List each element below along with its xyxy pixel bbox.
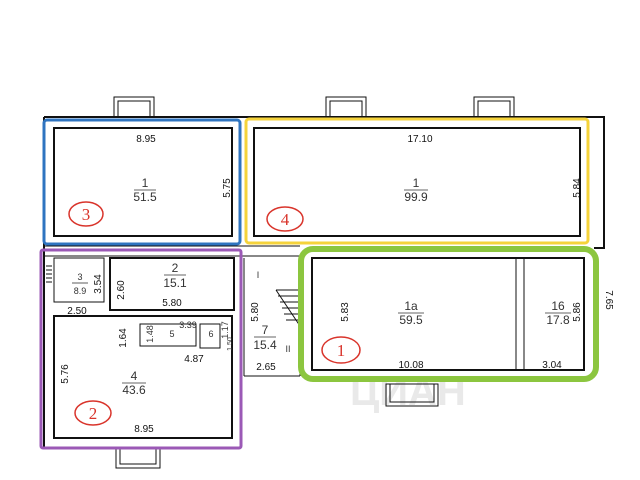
room-3-number: 3 <box>77 272 82 282</box>
room-1-right-area: 99.9 <box>404 190 428 204</box>
room-2-area: 15.1 <box>163 276 187 290</box>
dim-7-65: 7.65 <box>603 290 614 310</box>
room-1a-area: 59.5 <box>399 313 423 327</box>
dim-2-60: 2.60 <box>116 280 127 300</box>
room-2-number: 2 <box>172 261 179 275</box>
room-1-right-number: 1 <box>413 176 420 190</box>
zone-1-marker: 1 <box>321 336 361 364</box>
zone-3-marker: 3 <box>68 201 104 227</box>
dim-2-50: 2.50 <box>67 306 87 317</box>
dim-5-75: 5.75 <box>222 178 233 198</box>
dim-3-54: 3.54 <box>93 274 104 294</box>
dim-1-48: 1.48 <box>145 325 155 343</box>
zone-3-marker-label: 3 <box>82 205 91 224</box>
dim-5-84: 5.84 <box>572 178 583 198</box>
zone-4-marker: 4 <box>266 206 304 232</box>
zone-1-outline <box>298 246 599 382</box>
zone-2-marker-label: 2 <box>89 404 98 423</box>
room-7-number: 7 <box>262 323 269 337</box>
room-16-area: 17.8 <box>546 313 570 327</box>
dim-5-76: 5.76 <box>60 364 71 384</box>
walls <box>43 96 605 469</box>
room-4-number: 4 <box>131 369 138 383</box>
zone-markers: 3 4 1 2 <box>68 201 361 426</box>
corridor-mark-2: II <box>285 344 290 354</box>
zone-4-outline <box>244 117 590 245</box>
dim-8-95-bottom: 8.95 <box>134 424 154 435</box>
dim-5-83: 5.83 <box>340 302 351 322</box>
dim-5-80-horizontal: 5.80 <box>162 298 182 309</box>
room-7-area: 15.4 <box>253 338 277 352</box>
zone-3-outline <box>42 118 242 246</box>
room-1-left-number: 1 <box>142 176 149 190</box>
room-1a-number: 1а <box>404 299 418 313</box>
zone-4-marker-label: 4 <box>281 210 290 229</box>
dim-10-08: 10.08 <box>398 360 423 371</box>
dimensions: 8.95 5.75 17.10 5.84 3.54 2.50 2.60 5.80… <box>60 134 614 435</box>
dim-3-39: 3.39 <box>179 320 197 330</box>
corridor-mark-1: I <box>257 270 260 280</box>
room-4-area: 43.6 <box>122 383 146 397</box>
dim-5-86: 5.86 <box>572 302 583 322</box>
dim-1-17: 1.17 <box>220 321 230 339</box>
room-16-number: 16 <box>551 299 565 313</box>
dim-1-50: 1.50 <box>227 337 234 351</box>
dim-4-87: 4.87 <box>184 354 204 365</box>
dim-8-95-top: 8.95 <box>136 134 156 145</box>
room-1-left-area: 51.5 <box>133 190 157 204</box>
dim-1-64: 1.64 <box>118 328 129 348</box>
room-6-number: 6 <box>208 329 213 339</box>
dim-5-80-vertical: 5.80 <box>250 302 261 322</box>
zone-2-marker: 2 <box>74 400 112 426</box>
zone-1-marker-label: 1 <box>337 341 346 360</box>
dim-17-10: 17.10 <box>407 134 432 145</box>
room-5-number: 5 <box>169 329 174 339</box>
room-3-area: 8.9 <box>74 286 87 296</box>
dim-2-65: 2.65 <box>256 362 276 373</box>
room-labels: 1 51.5 1 99.9 2 15.1 3 8.9 4 43.6 5 6 7 … <box>72 176 571 397</box>
zone-2-outline <box>39 248 243 450</box>
dim-3-04: 3.04 <box>542 360 562 371</box>
